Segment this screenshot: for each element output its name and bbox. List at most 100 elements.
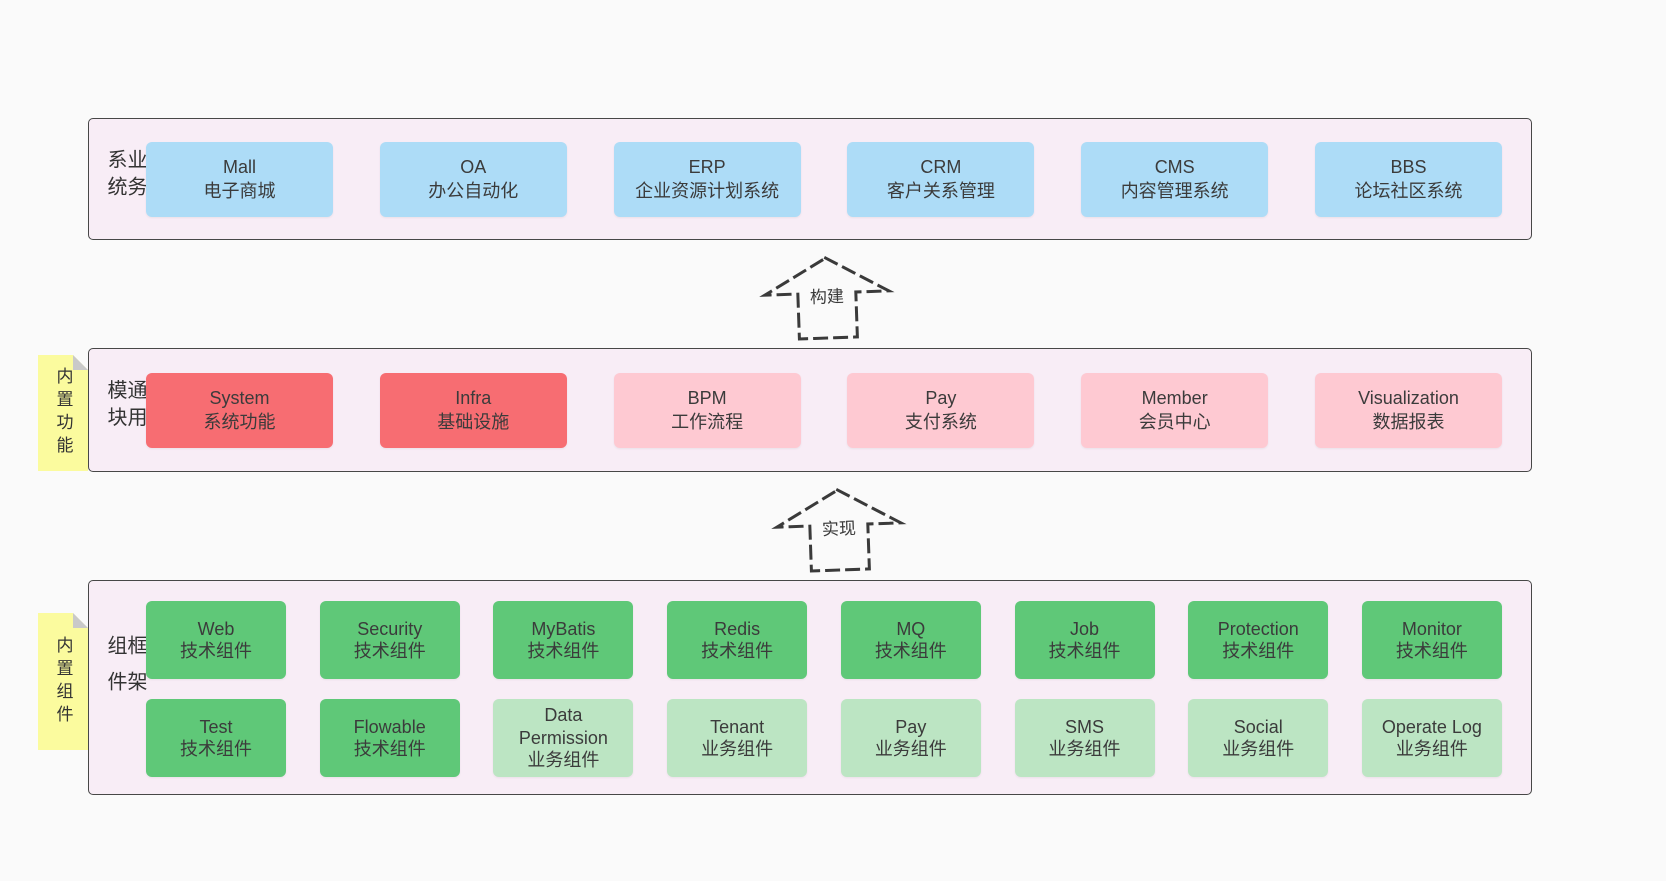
implement-arrow: 实现 (770, 485, 909, 576)
box-subtitle: 技术组件 (874, 641, 947, 661)
box-title: Mall (222, 156, 256, 177)
box-subtitle: 业务组件 (1222, 739, 1295, 759)
box-subtitle: 业务组件 (1048, 739, 1121, 759)
box-title: Test (199, 716, 233, 737)
box-subtitle: 论坛社区系统 (1354, 181, 1463, 201)
modules-box-row: System 系统功能 Infra 基础设施 BPM 工作流程 Pay 支付系统 Member 会… (146, 349, 1502, 471)
sticky-note-built-in-features: 内置功能 (38, 355, 88, 471)
box-subtitle: 支付系统 (904, 412, 977, 432)
box-subtitle: 技术组件 (180, 641, 252, 661)
box-title: ERP (688, 156, 726, 177)
box-subtitle: 技术组件 (527, 641, 600, 661)
box-title: Data Permission (518, 705, 608, 748)
box-title: Security (357, 618, 423, 639)
box-title: Flowable (353, 716, 426, 737)
box-title: System (209, 387, 270, 408)
layer-components-label: 框架组件 (104, 634, 146, 707)
up-arrow-outline-icon (759, 256, 895, 341)
layer-common-modules: 通用模块 System 系统功能 Infra 基础设施 BPM 工作流程 Pay 支付系统 Me… (88, 348, 1532, 472)
box-subtitle: 会员中心 (1138, 412, 1211, 432)
box-bbs: BBS 论坛社区系统 (1314, 141, 1502, 217)
box-subtitle: 业务组件 (701, 739, 774, 759)
box-subtitle: 技术组件 (1222, 641, 1295, 661)
box-title: Member (1141, 387, 1208, 408)
box-title: CRM (920, 156, 962, 177)
box-infra: Infra 基础设施 (379, 372, 567, 448)
box-title: OA (460, 156, 487, 177)
box-subtitle: 技术组件 (180, 739, 252, 759)
box-subtitle: 技术组件 (353, 641, 426, 661)
box-title: BPM (687, 387, 727, 408)
box-subtitle: 内容管理系统 (1120, 181, 1229, 201)
box-subtitle: 业务组件 (874, 739, 947, 759)
box-subtitle: 电子商城 (203, 181, 276, 201)
business-box-row: Mall 电子商城 OA 办公自动化 ERP 企业资源计划系统 CRM 客户关系管理 CMS 内容… (146, 119, 1502, 239)
box-system: System 系统功能 (146, 372, 333, 448)
box-mall: Mall 电子商城 (146, 141, 333, 217)
build-arrow: 构建 (758, 253, 897, 344)
box-title: Social (1233, 716, 1283, 737)
build-arrow-label: 构建 (804, 279, 850, 310)
box-title: SMS (1065, 716, 1105, 737)
box-subtitle: 企业资源计划系统 (635, 181, 780, 201)
box-crm: CRM 客户关系管理 (847, 141, 1035, 217)
layer-modules-label: 通用模块 (104, 379, 146, 434)
box-member: Member 会员中心 (1081, 372, 1269, 448)
layer-business-systems: 业务系统 Mall 电子商城 OA 办公自动化 ERP 企业资源计划系统 CRM 客户关系管理… (88, 118, 1532, 240)
box-title: Tenant (710, 716, 765, 737)
box-subtitle: 客户关系管理 (886, 181, 995, 201)
box-subtitle: 技术组件 (701, 641, 774, 661)
box-erp: ERP 企业资源计划系统 (613, 141, 801, 217)
sticky-features-label: 内置功能 (53, 367, 73, 459)
box-subtitle: 业务组件 (1395, 739, 1468, 759)
box-cms: CMS 内容管理系统 (1081, 141, 1269, 217)
layer-business-label: 业务系统 (104, 149, 146, 203)
box-subtitle: 技术组件 (1048, 641, 1121, 661)
box-title: Infra (455, 387, 492, 408)
box-title: Pay (925, 387, 957, 408)
box-visualization: Visualization 数据报表 (1314, 372, 1502, 448)
box-title: Pay (895, 716, 927, 737)
box-oa: OA 办公自动化 (379, 141, 567, 217)
implement-arrow-label: 实现 (816, 511, 862, 542)
box-title: Monitor (1401, 618, 1462, 639)
box-title: Operate Log (1381, 716, 1482, 737)
box-subtitle: 工作流程 (671, 412, 744, 432)
up-arrow-outline-icon (771, 488, 907, 573)
box-subtitle: 数据报表 (1372, 412, 1445, 432)
box-subtitle: 技术组件 (1395, 641, 1468, 661)
box-subtitle: 业务组件 (527, 750, 600, 771)
box-title: Redis (714, 618, 761, 639)
box-subtitle: 办公自动化 (428, 181, 519, 201)
box-title: MyBatis (531, 618, 596, 639)
sticky-note-built-in-components: 内置组件 (38, 613, 88, 750)
sticky-components-label: 内置组件 (53, 635, 73, 728)
box-title: CMS (1154, 156, 1195, 177)
box-title: Protection (1217, 618, 1299, 639)
box-title: Visualization (1358, 387, 1459, 408)
box-title: BBS (1390, 156, 1427, 177)
box-bpm: BPM 工作流程 (613, 372, 801, 448)
box-title: MQ (896, 618, 926, 639)
box-subtitle: 系统功能 (203, 412, 276, 432)
box-subtitle: 基础设施 (437, 412, 510, 432)
box-pay: Pay 支付系统 (847, 372, 1035, 448)
